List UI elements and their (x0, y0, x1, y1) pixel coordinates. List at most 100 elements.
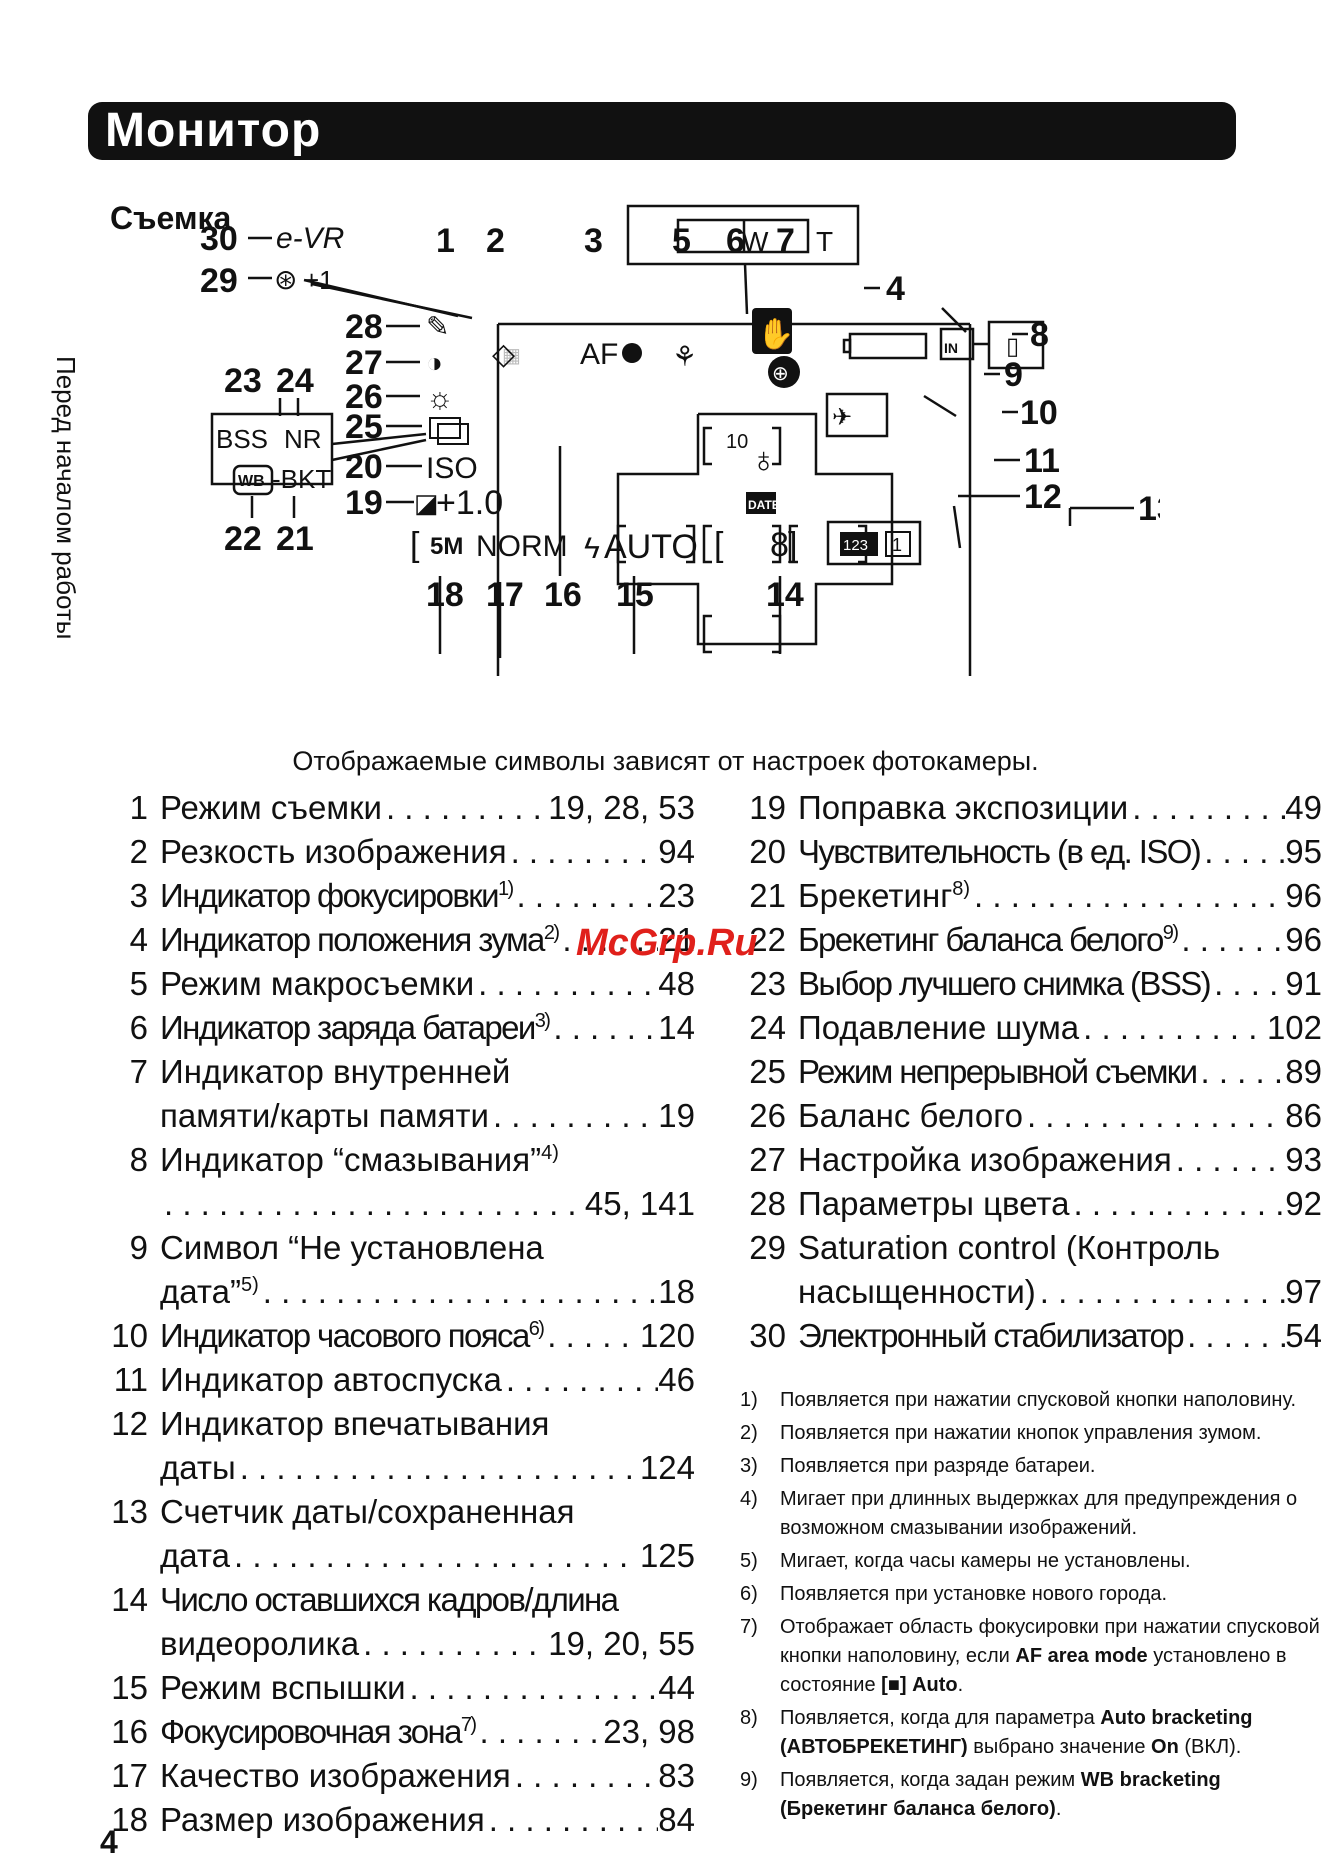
legend-item-row: Брекетинг8)96 (798, 874, 1322, 918)
footnote: 6)Появляется при установке нового города… (740, 1580, 1325, 1609)
legend-item-row: памяти/карты памяти19 (160, 1094, 695, 1138)
legend-item-page: 49 (1285, 789, 1322, 826)
legend-item-number: 5 (129, 965, 148, 1002)
svg-text:19: 19 (345, 484, 383, 522)
legend-item-page: 96 (1285, 921, 1322, 958)
bracket-left: [ (410, 526, 420, 564)
legend-item-row: Режим съемки19, 28, 53 (160, 786, 695, 830)
airplane-icon: ✈ (832, 404, 852, 431)
svg-text:1: 1 (436, 222, 455, 260)
legend-item-label: Настройка изображения (798, 1138, 1172, 1182)
legend-item-page: 89 (1285, 1053, 1322, 1090)
svg-text:4: 4 (886, 270, 905, 308)
svg-text:13: 13 (1138, 490, 1160, 528)
legend-item-label-text: видеоролика (160, 1625, 360, 1662)
leader-dots (259, 1270, 659, 1314)
legend-item-label-text: Размер изображения (160, 1801, 485, 1838)
legend-item-number: 14 (111, 1581, 148, 1618)
leader-dots (359, 1622, 548, 1666)
legend-item-page: 19, 20, 55 (548, 1625, 695, 1662)
legend-item-label-text: Брекетинг (798, 877, 953, 914)
legend-item-label-line1: Индикатор “смазывания”4) (160, 1141, 559, 1178)
footnote-number: 7) (740, 1616, 758, 1638)
legend-item-page: 94 (658, 833, 695, 870)
legend-item-page: 125 (639, 1537, 695, 1574)
legend-item-number: 11 (113, 1361, 148, 1398)
legend-item-row: Подавление шума102 (798, 1006, 1322, 1050)
date-not-set-icon (768, 356, 800, 388)
legend-item-page: 45, 141 (584, 1185, 695, 1222)
legend-item-label: Режим съемки (160, 786, 382, 830)
legend-item-label-text: насыщенности) (798, 1273, 1036, 1310)
e-vr-icon: e-VR (276, 222, 344, 255)
white-balance-icon: ☼ (426, 382, 454, 415)
footnote-ref: 4) (541, 1142, 559, 1164)
frames-bracket-left: [ (714, 526, 724, 564)
wb-bracketing-icon (232, 464, 274, 496)
legend-item-label: видеоролика (160, 1622, 359, 1666)
legend-item-label: Фокусировочная зона7) (160, 1710, 477, 1754)
legend-item-number: 20 (749, 833, 786, 870)
legend-item-row: Качество изображения83 (160, 1754, 695, 1798)
legend-item-number: 10 (111, 1317, 148, 1354)
legend-item-label: дата”5) (160, 1270, 259, 1314)
sharpness-icon: ◇ (492, 338, 515, 371)
legend-item-row: Режим вспышки44 (160, 1666, 695, 1710)
leader-dots (1128, 786, 1285, 830)
date-counter-value: 123 (843, 537, 868, 554)
legend-item-row: Режим непрерывной съемки89 (798, 1050, 1322, 1094)
leader-dots (549, 1006, 658, 1050)
legend-item-label: Индикатор фокусировки1) (160, 874, 514, 918)
legend-item-label-text: Выбор лучшего снимка (BSS) (798, 965, 1212, 1002)
legend-item-label-text: Резкость изображения (160, 833, 507, 870)
flash-mode-value: AUTO (604, 528, 698, 566)
legend-item-number: 16 (111, 1713, 148, 1750)
legend-item-page: 84 (658, 1801, 695, 1838)
legend-item-label-text: дата (160, 1537, 230, 1574)
legend-item-label-line1: Символ “Не установлена (160, 1229, 544, 1266)
leader-dots (970, 874, 1285, 918)
footnote: 2)Появляется при нажатии кнопок управлен… (740, 1419, 1325, 1448)
legend-item-number: 29 (749, 1229, 786, 1266)
footnote-number: 8) (740, 1707, 758, 1729)
frames-bracket-right: ] (788, 526, 797, 564)
footnote-text: Появляется при нажатии кнопок управления… (780, 1422, 1262, 1444)
footnote-text: выбрано значение (967, 1736, 1152, 1758)
leader-dots (1210, 962, 1285, 1006)
leader-dots (485, 1798, 659, 1842)
flash-icon: ϟ (584, 532, 600, 565)
footnote-number: 4) (740, 1488, 758, 1510)
svg-text:24: 24 (276, 362, 314, 400)
image-adjust-icon: ◑ (426, 347, 443, 378)
legend-item-page: 44 (658, 1669, 695, 1706)
blur-warning-icon (752, 308, 792, 354)
legend-item-page: 19 (658, 1097, 695, 1134)
legend-item-label-text: Индикатор положения зума (160, 921, 545, 958)
legend-item-number: 2 (129, 833, 148, 870)
legend-item: 16 Фокусировочная зона7)23, 98 (100, 1710, 695, 1754)
svg-text:6: 6 (726, 222, 745, 260)
legend-item-row: даты124 (160, 1446, 695, 1490)
diagram-caption: Отображаемые символы зависят от настроек… (292, 746, 1039, 776)
bss-icon: BSS (216, 424, 268, 454)
svg-text:27: 27 (345, 344, 383, 382)
svg-text:17: 17 (486, 576, 524, 614)
svg-text:18: 18 (426, 576, 464, 614)
footnote-ref: 9) (1162, 922, 1179, 944)
title-bar (88, 102, 1236, 160)
legend-item-row: Фокусировочная зона7)23, 98 (160, 1710, 695, 1754)
legend-item-row: Выбор лучшего снимка (BSS)91 (798, 962, 1322, 1006)
legend-item-number: 27 (749, 1141, 786, 1178)
